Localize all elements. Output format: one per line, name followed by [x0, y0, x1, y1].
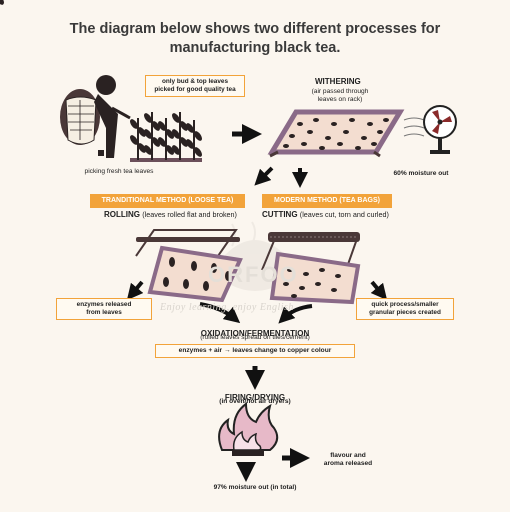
arrow-to-traditional: [254, 166, 274, 186]
picking-caption: picking fresh tea leaves: [84, 168, 154, 175]
rolling-heading: ROLLING (leaves rolled flat and broken): [104, 210, 237, 219]
flavour-note-line-1: flavour and: [330, 452, 366, 459]
tea-bushes: [0, 0, 204, 162]
quick-process-note-line-1: quick process/smaller: [371, 301, 439, 308]
rolling-detail: (leaves rolled flat and broken): [142, 210, 237, 219]
rolling-step: ROLLING: [104, 210, 140, 219]
arrow-to-enzymes: [126, 280, 144, 301]
quick-process-note-line-2: granular pieces created: [369, 309, 441, 316]
arrow-cutting-to-oxidation: [278, 304, 313, 324]
modern-banner: MODERN METHOD (TEA BAGS): [262, 194, 392, 208]
arrow-to-quick-process: [370, 280, 388, 301]
firing-heading: FIRING/DRYING: [224, 393, 286, 402]
firing-heading-wrap: FIRING/DRYING: [0, 387, 510, 405]
fire-icon: [218, 402, 279, 456]
oxidation-heading: OXIDATION/FERMENTATION: [200, 329, 310, 338]
withering-detail-line-1: (air passed through: [311, 88, 369, 95]
title-line-2: manufacturing black tea.: [169, 40, 341, 56]
oxidation-detail: (rolled leaves spread on tiles/cement): [200, 334, 310, 341]
traditional-banner: TRANDITIONAL METHOD (LOOSE TEA): [90, 194, 245, 208]
fan-icon: [403, 105, 457, 154]
withering-rack: [267, 109, 405, 158]
enzymes-note-line-1: enzymes released: [76, 301, 132, 308]
cutting-step: CUTTING: [262, 210, 298, 219]
enzymes-note-line-2: from leaves: [86, 309, 122, 316]
tea-picker-figure: [60, 75, 131, 158]
arrow-rolling-to-oxidation: [199, 302, 241, 324]
watermark-brand: ORFOO: [208, 262, 299, 287]
oxidation-heading-wrap: OXIDATION/FERMENTATION: [0, 323, 510, 341]
picking-note-box: only bud & top leaves picked for good qu…: [145, 75, 245, 97]
picking-note-line-1: only bud & top leaves: [161, 78, 229, 85]
quick-process-note-box: quick process/smaller granular pieces cr…: [356, 298, 454, 320]
withering-detail: (air passed through leaves on rack): [300, 88, 380, 104]
flavour-note-line-2: aroma released: [323, 460, 373, 467]
withering-heading: WITHERING: [315, 77, 361, 86]
watermark-tagline: Enjoy learning, enjoy English: [160, 302, 294, 313]
firing-detail: (in oven/hot air dryers): [219, 398, 291, 405]
rolling-tray: [135, 229, 243, 303]
cutting-tray: [261, 232, 361, 305]
cutting-heading: CUTTING (leaves cut, torn and curled): [262, 210, 389, 219]
cutting-detail: (leaves cut, torn and curled): [299, 210, 389, 219]
enzymes-note-box: enzymes released from leaves: [56, 298, 152, 320]
moisture-total: 97% moisture out (in total): [213, 484, 297, 491]
flavour-note: flavour and aroma released: [318, 452, 378, 468]
picking-note-line-2: picked for good quality tea: [154, 86, 236, 93]
withering-detail-line-2: leaves on rack): [317, 96, 363, 103]
withering-moisture: 60% moisture out: [393, 170, 449, 177]
title-line-1: The diagram below shows two different pr…: [69, 21, 441, 37]
oxidation-box: enzymes + air → leaves change to copper …: [155, 344, 355, 358]
